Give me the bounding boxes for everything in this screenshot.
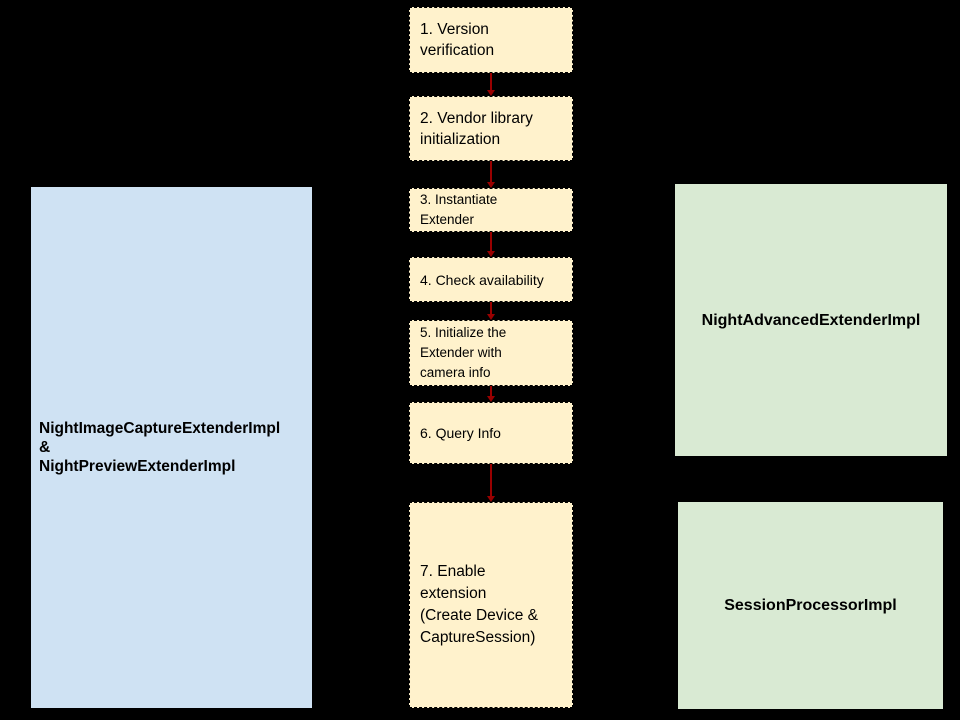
- step-enable-extension: 7. Enable extension (Create Device & Cap…: [409, 502, 573, 708]
- step-label: 7. Enable extension (Create Device & Cap…: [420, 563, 539, 646]
- step-label: 2. Vendor library initialization: [420, 109, 533, 148]
- arrow-step6-to-step7-icon: [487, 464, 495, 502]
- arrow-step5-to-step6-icon: [487, 386, 495, 402]
- step-vendor-library-initialization: 2. Vendor library initialization: [409, 96, 573, 161]
- step-label: 3. Instantiate Extender: [420, 192, 498, 227]
- arrow-step4-to-step5-icon: [487, 302, 495, 320]
- night-capture-preview-extender-box: NightImageCaptureExtenderImpl & NightPre…: [31, 187, 312, 708]
- arrow-step3-to-step4-icon: [487, 232, 495, 257]
- arrow-step2-to-step3-icon: [487, 161, 495, 188]
- step-instantiate-extender: 3. Instantiate Extender: [409, 188, 573, 232]
- session-processor-box: SessionProcessorImpl: [678, 502, 943, 709]
- night-advanced-extender-label: NightAdvancedExtenderImpl: [701, 311, 921, 329]
- step-label: 4. Check availability: [420, 271, 544, 288]
- step-label: 5. Initialize the Extender with camera i…: [420, 325, 507, 380]
- step-check-availability: 4. Check availability: [409, 257, 573, 302]
- session-processor-label: SessionProcessorImpl: [724, 597, 897, 614]
- step-label: 6. Query Info: [420, 425, 501, 441]
- night-capture-preview-extender-label: NightImageCaptureExtenderImpl & NightPre…: [39, 420, 281, 475]
- arrow-step1-to-step2-icon: [487, 73, 495, 96]
- step-query-info: 6. Query Info: [409, 402, 573, 464]
- step-version-verification: 1. Version verification: [409, 7, 573, 73]
- step-initialize-extender: 5. Initialize the Extender with camera i…: [409, 320, 573, 386]
- step-label: 1. Version verification: [420, 21, 495, 59]
- night-advanced-extender-box: NightAdvancedExtenderImpl: [675, 184, 947, 456]
